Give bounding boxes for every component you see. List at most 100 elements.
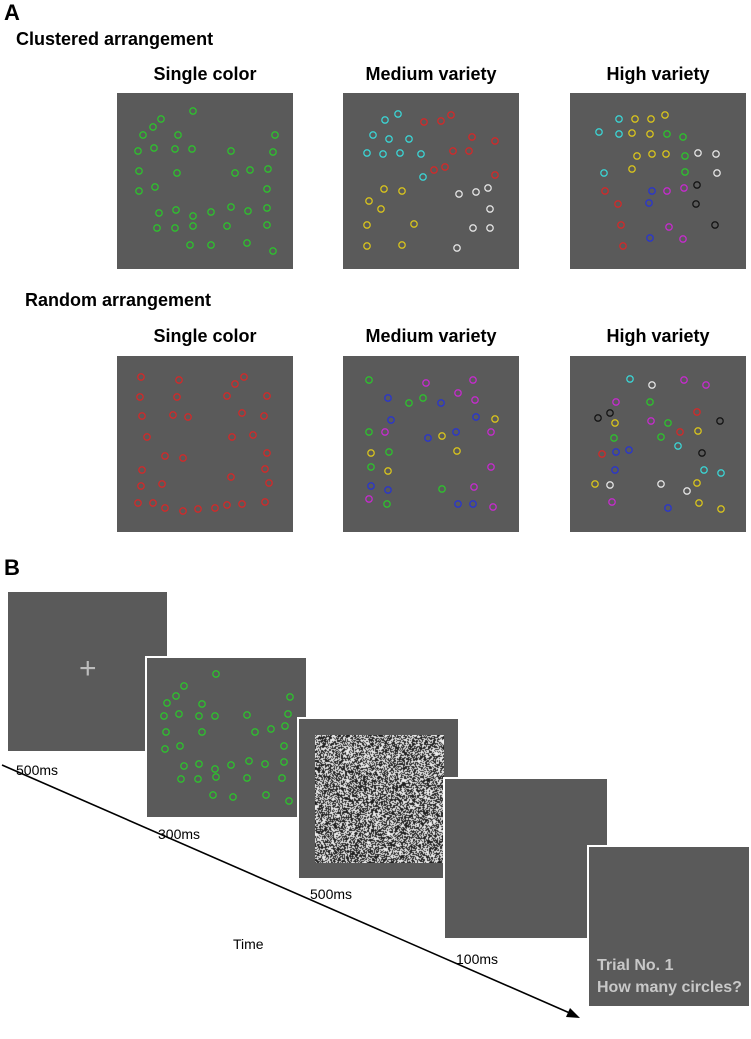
question-text: How many circles? bbox=[597, 979, 742, 996]
panel-b-label: B bbox=[4, 555, 20, 580]
stimulus-circle bbox=[681, 168, 689, 176]
stimulus-circle bbox=[695, 499, 703, 507]
stimulus-circle bbox=[194, 505, 202, 513]
stimulus-circle bbox=[195, 712, 203, 720]
stimulus-circle bbox=[264, 165, 272, 173]
stimulus-circle bbox=[194, 775, 202, 783]
stimulus-circle bbox=[694, 427, 702, 435]
stimulus-circle bbox=[384, 486, 392, 494]
stimulus-circle bbox=[410, 220, 418, 228]
stimulus-circle bbox=[189, 222, 197, 230]
stimulus-circle bbox=[437, 117, 445, 125]
stimulus-circle bbox=[398, 241, 406, 249]
stimulus-circle bbox=[189, 107, 197, 115]
stimulus-circle bbox=[661, 111, 669, 119]
stimulus-circle bbox=[246, 166, 254, 174]
stimulus-circle bbox=[212, 773, 220, 781]
response-frame: Trial No. 1 How many circles? bbox=[587, 845, 751, 1008]
stimulus-circle bbox=[286, 693, 294, 701]
stimulus-circle bbox=[664, 419, 672, 427]
stimulus-circle bbox=[487, 428, 495, 436]
stimulus-circle bbox=[717, 469, 725, 477]
stimulus-circle bbox=[223, 392, 231, 400]
stimulus-circle bbox=[160, 712, 168, 720]
stimulus-circle bbox=[243, 711, 251, 719]
stimulus-circle bbox=[377, 205, 385, 213]
stimulus-circle bbox=[472, 188, 480, 196]
stimulus-circle bbox=[680, 184, 688, 192]
stimulus-circle bbox=[468, 133, 476, 141]
dot-field bbox=[591, 375, 725, 513]
stimulus-circle bbox=[149, 123, 157, 131]
stimulus-circle bbox=[189, 212, 197, 220]
stimulus-circle bbox=[611, 419, 619, 427]
stimulus-circle bbox=[487, 463, 495, 471]
stimulus-circle bbox=[683, 487, 691, 495]
stimulus-circle bbox=[452, 428, 460, 436]
stimulus-circle bbox=[716, 417, 724, 425]
stimulus-circle bbox=[249, 431, 257, 439]
stimulus-circle bbox=[680, 376, 688, 384]
fixation-cross: + bbox=[79, 652, 97, 685]
dot-field bbox=[363, 110, 499, 252]
stimulus-circle bbox=[281, 722, 289, 730]
stimulus-circle bbox=[646, 398, 654, 406]
response-prompt: Trial No. 1 How many circles? bbox=[597, 955, 742, 999]
mask-duration: 500ms bbox=[310, 886, 353, 902]
stimulus-circle bbox=[173, 393, 181, 401]
stimulus-circle bbox=[207, 208, 215, 216]
stimulus-circle bbox=[263, 221, 271, 229]
stimulus-circle bbox=[260, 412, 268, 420]
stimulus-circle bbox=[645, 199, 653, 207]
stimulus-circle bbox=[384, 467, 392, 475]
stimulus-circle bbox=[134, 499, 142, 507]
stimulus-circle bbox=[263, 185, 271, 193]
stimulus-circle bbox=[198, 728, 206, 736]
stimulus-circle bbox=[175, 710, 183, 718]
stimulus-circle bbox=[614, 200, 622, 208]
stimulus-circle bbox=[662, 150, 670, 158]
dot-field bbox=[134, 373, 273, 515]
stimulus-circle bbox=[157, 115, 165, 123]
stimulus-circle bbox=[615, 130, 623, 138]
stimulus-circle bbox=[161, 745, 169, 753]
stimulus-circle bbox=[365, 197, 373, 205]
random-col-high-title: High variety bbox=[606, 326, 710, 346]
stimulus-circle bbox=[591, 480, 599, 488]
stimulus-circle bbox=[134, 147, 142, 155]
stimulus-circle bbox=[162, 728, 170, 736]
stimulus-circle bbox=[712, 150, 720, 158]
stimulus-circle bbox=[138, 466, 146, 474]
random-col-medium-title: Medium variety bbox=[365, 326, 497, 346]
stimulus-circle bbox=[384, 394, 392, 402]
stimulus-circle bbox=[600, 169, 608, 177]
clustered-medium-variety-panel bbox=[343, 93, 519, 269]
stimulus-circle bbox=[158, 480, 166, 488]
stimulus-circle bbox=[676, 428, 684, 436]
stimulus-circle bbox=[633, 152, 641, 160]
stimulus-circle bbox=[405, 399, 413, 407]
stimulus-circle bbox=[227, 147, 235, 155]
stimulus-circle bbox=[617, 221, 625, 229]
stimulus-circle bbox=[471, 396, 479, 404]
stimulus-circle bbox=[223, 222, 231, 230]
stimulus-circle bbox=[417, 150, 425, 158]
stimulus-circle bbox=[227, 203, 235, 211]
stimulus-circle bbox=[179, 454, 187, 462]
stimulus-circle bbox=[610, 434, 618, 442]
stimulus-circle bbox=[243, 774, 251, 782]
stimulus-circle bbox=[486, 205, 494, 213]
fixation-duration: 500ms bbox=[16, 762, 59, 778]
mask-frame bbox=[297, 717, 460, 880]
stimulus-circle bbox=[422, 379, 430, 387]
stimulus-circle bbox=[405, 135, 413, 143]
noise-mask bbox=[315, 735, 444, 863]
stimulus-circle bbox=[489, 503, 497, 511]
stimulus-circle bbox=[430, 166, 438, 174]
stimulus-circle bbox=[681, 152, 689, 160]
stimulus-circle bbox=[153, 224, 161, 232]
stimulus-circle bbox=[184, 413, 192, 421]
stimulus-circle bbox=[379, 150, 387, 158]
stimulus-circle bbox=[263, 392, 271, 400]
stimulus-circle bbox=[612, 398, 620, 406]
